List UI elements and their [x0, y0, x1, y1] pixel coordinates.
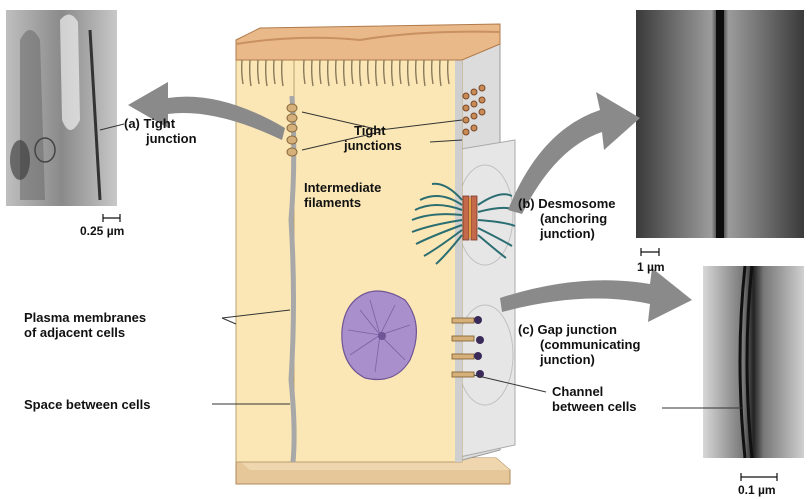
- apical-surface: [236, 24, 500, 60]
- label-channel-between-cells: Channel between cells: [552, 384, 637, 414]
- tight-junction-micrograph: [6, 10, 117, 206]
- nucleus: [342, 291, 417, 380]
- label-intermediate-filaments: Intermediate filaments: [304, 180, 381, 210]
- gap-junction-micrograph: [703, 266, 804, 458]
- label-plasma-membranes: Plasma membranes of adjacent cells: [24, 310, 146, 340]
- arrow-to-gap-junction: [500, 268, 692, 322]
- scale-bar-desmosome: [641, 248, 659, 256]
- label-tight-junction-micrograph: (a) Tight junction: [124, 116, 197, 146]
- label-space-between-cells: Space between cells: [24, 397, 150, 412]
- desmosome-micrograph: [636, 10, 804, 238]
- scale-label-gap-junction: 0.1 µm: [738, 483, 776, 497]
- center-cell: [294, 60, 462, 462]
- scale-bar-tight-junction: [103, 214, 120, 222]
- right-cell: [455, 40, 515, 462]
- scale-label-desmosome: 1 µm: [637, 260, 665, 274]
- label-tight-junctions: Tight junctions: [344, 123, 402, 153]
- scale-label-tight-junction: 0.25 µm: [80, 224, 124, 238]
- label-desmosome: (b) Desmosome (anchoring junction): [518, 196, 616, 241]
- label-gap-junction: (c) Gap junction (communicating junction…: [518, 322, 640, 367]
- scale-bar-gap-junction: [741, 473, 777, 481]
